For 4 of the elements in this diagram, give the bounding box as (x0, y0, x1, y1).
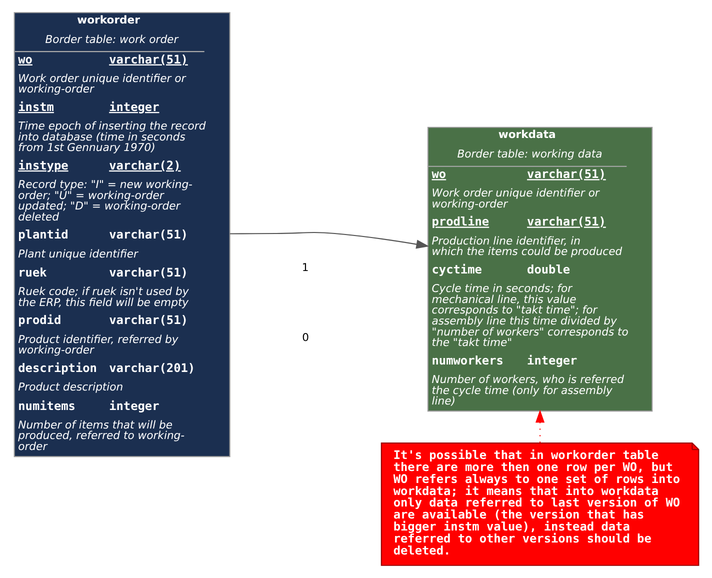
label: 1 (301, 260, 308, 274)
arrow (534, 410, 544, 443)
arrow (229, 232, 429, 249)
label: 0 (302, 331, 309, 344)
